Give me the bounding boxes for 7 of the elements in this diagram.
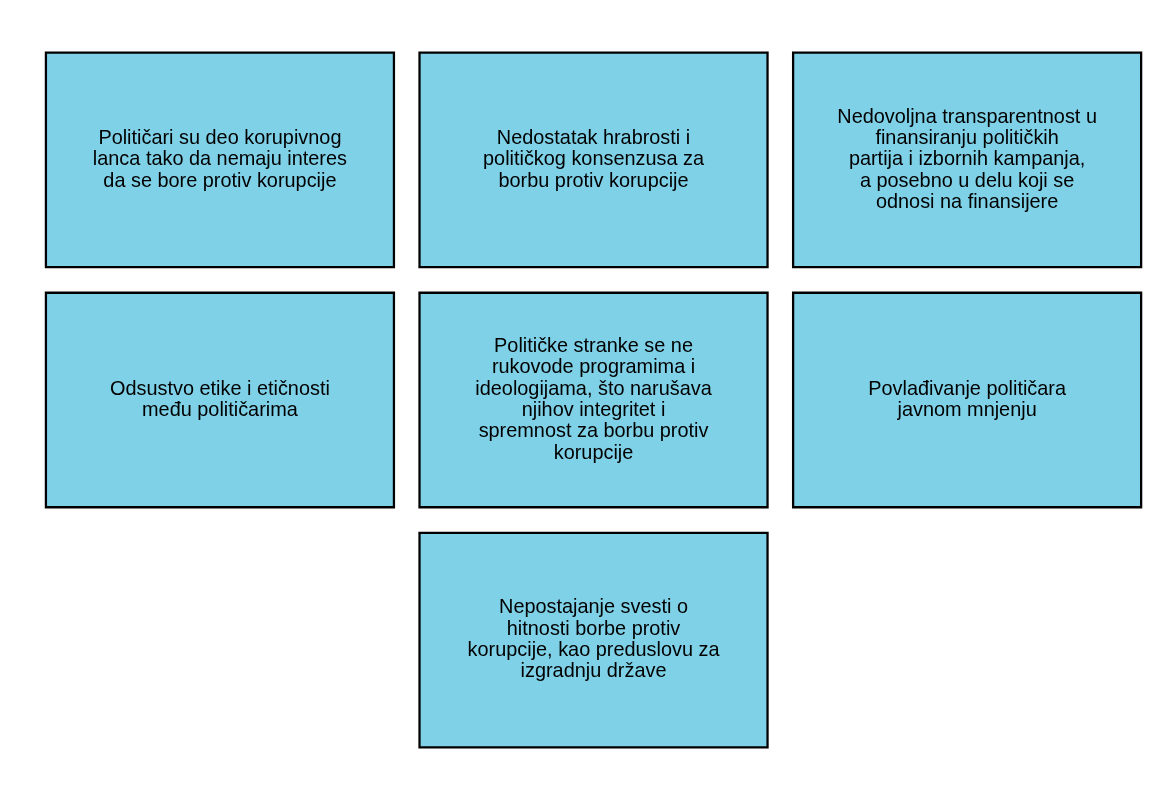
node-box: Nedovoljna transparentnost u finansiranju političkih partija i izbornih kampanja, a posebno u delu koji se odnosi na finansijere [791, 51, 1143, 269]
node-box: Političari su deo korupivnog lanca tako da nemaju interes da se bore protiv korupcije [44, 51, 396, 269]
node-box: Političke stranke se ne rukovode programima i ideologijama, što narušava njihov integritet i spremnost za borbu protiv korupcije [418, 291, 769, 509]
node-box: Odsustvo etike i etičnosti među političarima [44, 291, 396, 509]
node-box: Nedostatak hrabrosti i političkog konsenzusa za borbu protiv korupcije [418, 51, 769, 269]
node-box: Povlađivanje političara javnom mnjenju [791, 291, 1143, 509]
node-box: Nepostajanje svesti o hitnosti borbe protiv korupcije, kao preduslovu za izgradnju države [418, 531, 769, 749]
